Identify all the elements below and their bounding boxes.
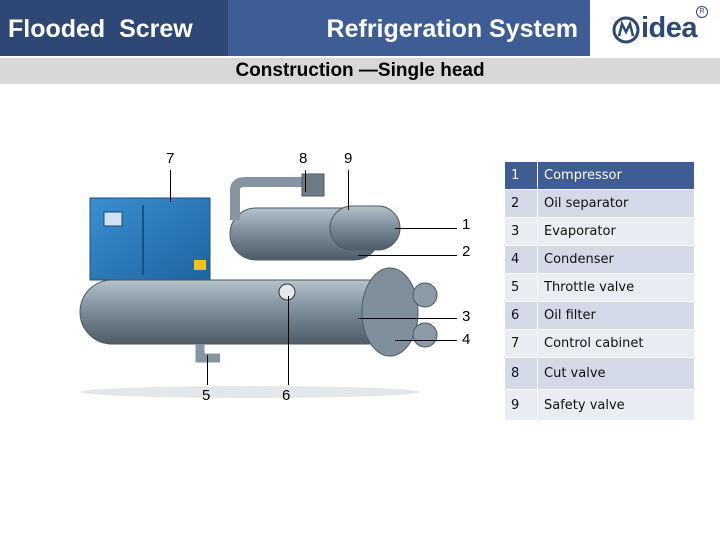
registered-mark-icon: R xyxy=(696,6,708,18)
page-subtitle: Construction —Single head xyxy=(235,60,485,81)
leader-line-8 xyxy=(305,170,306,192)
callout-6: 6 xyxy=(282,387,291,404)
callout-1: 1 xyxy=(462,216,471,233)
component-name: Compressor xyxy=(537,162,694,190)
component-number: 6 xyxy=(505,301,538,330)
table-row: 7 Control cabinet xyxy=(505,329,694,358)
subtitle-bar xyxy=(0,58,720,84)
component-number: 2 xyxy=(505,189,538,218)
component-number: 1 xyxy=(505,162,538,190)
component-name: Oil separator xyxy=(537,189,694,218)
callout-7: 7 xyxy=(166,150,175,167)
leader-line-4 xyxy=(395,340,457,341)
logo-text: idea xyxy=(641,12,698,44)
chiller-illustration xyxy=(79,173,438,398)
component-name: Oil filter xyxy=(537,301,694,330)
control-cabinet xyxy=(89,197,211,281)
leader-line-9 xyxy=(348,170,349,210)
table-row: 1 Compressor xyxy=(505,162,694,190)
component-number: 3 xyxy=(505,217,538,246)
component-number: 4 xyxy=(505,245,538,274)
component-name: Cut valve xyxy=(537,357,694,390)
vessel-end-cap xyxy=(361,267,419,357)
table-row: 3 Evaporator xyxy=(505,217,694,246)
discharge-pipe xyxy=(230,177,310,220)
leader-line-1 xyxy=(395,228,457,229)
table-row: 8 Cut valve xyxy=(505,357,694,390)
leader-line-2 xyxy=(358,255,457,256)
table-row: 5 Throttle valve xyxy=(505,273,694,302)
component-number: 7 xyxy=(505,329,538,358)
header-right-title: Refrigeration System xyxy=(228,0,590,56)
callout-8: 8 xyxy=(299,150,308,167)
callout-9: 9 xyxy=(344,150,353,167)
component-legend-table: 1 Compressor 2 Oil separator 3 Evaporato… xyxy=(505,162,694,421)
callout-5: 5 xyxy=(202,387,211,404)
component-name: Control cabinet xyxy=(537,329,694,358)
leader-line-6 xyxy=(288,296,289,385)
component-name: Evaporator xyxy=(537,217,694,246)
callout-4: 4 xyxy=(462,331,471,348)
header-left-title: Flooded Screw xyxy=(0,0,228,56)
table-row: 4 Condenser xyxy=(505,245,694,274)
evaporator-condenser-vessel xyxy=(79,279,401,345)
throttle-valve-pipe xyxy=(195,344,220,363)
component-name: Safety valve xyxy=(537,389,694,421)
component-number: 9 xyxy=(505,389,538,421)
leader-line-7 xyxy=(170,170,171,202)
leader-line-3 xyxy=(358,318,457,319)
component-name: Throttle valve xyxy=(537,273,694,302)
cut-valve xyxy=(301,173,325,197)
callout-2: 2 xyxy=(462,243,471,260)
table-row: 9 Safety valve xyxy=(505,389,694,421)
midea-logo-icon xyxy=(612,16,640,44)
table-row: 2 Oil separator xyxy=(505,189,694,218)
component-number: 5 xyxy=(505,273,538,302)
oil-filter-gauge xyxy=(278,283,296,301)
leader-line-5 xyxy=(207,355,208,385)
table-row: 6 Oil filter xyxy=(505,301,694,330)
component-number: 8 xyxy=(505,357,538,390)
component-name: Condenser xyxy=(537,245,694,274)
callout-3: 3 xyxy=(462,308,471,325)
